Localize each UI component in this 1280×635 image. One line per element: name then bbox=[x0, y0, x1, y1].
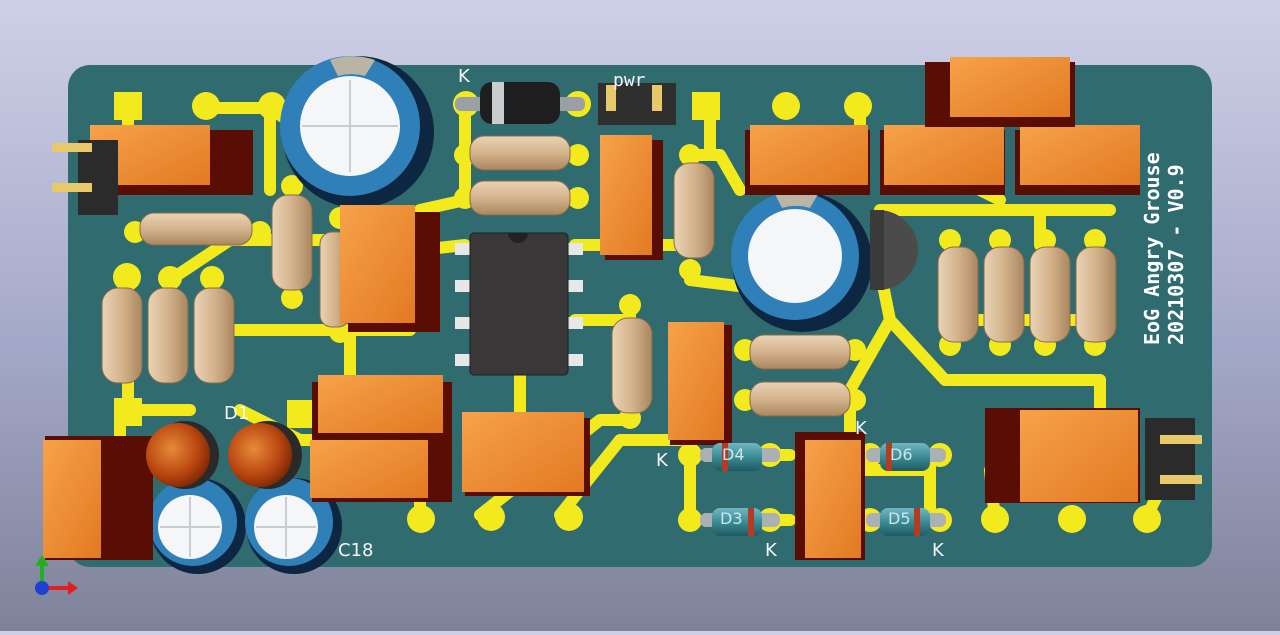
resistor-r5 bbox=[193, 287, 235, 384]
d4-label: D4 bbox=[722, 445, 745, 464]
pwr-label: pwr bbox=[613, 70, 646, 91]
header-right bbox=[1145, 418, 1195, 500]
d5-label: D5 bbox=[888, 509, 911, 528]
resistor-r1 bbox=[139, 212, 253, 246]
resistors bbox=[101, 135, 1117, 417]
k-label-top: K bbox=[458, 66, 470, 87]
d6-label: D6 bbox=[890, 445, 913, 464]
pin-headers bbox=[52, 83, 1202, 500]
cap-electrolytic-bottom-left bbox=[149, 478, 246, 574]
board-title-line1: EoG Angry Grouse bbox=[1140, 152, 1164, 345]
power-diode bbox=[455, 82, 585, 124]
d3-label: D3 bbox=[720, 509, 743, 528]
leds bbox=[146, 421, 302, 489]
axes-icon bbox=[35, 555, 78, 595]
resistor-r13 bbox=[937, 246, 979, 343]
resistor-r8 bbox=[469, 180, 571, 216]
resistor-r15 bbox=[1029, 246, 1071, 343]
board-title: EoG Angry Grouse 20210307 - V0.9 bbox=[1140, 152, 1188, 345]
resistor-r11 bbox=[749, 334, 851, 370]
transistor bbox=[870, 210, 918, 290]
board-title-line2: 20210307 - V0.9 bbox=[1164, 164, 1188, 345]
k-label-mid-right: K bbox=[855, 418, 867, 439]
resistor-r10 bbox=[611, 317, 653, 414]
small-diodes bbox=[700, 443, 946, 536]
k-label-bot-right: K bbox=[932, 540, 944, 561]
resistor-r4 bbox=[147, 287, 189, 384]
resistor-r2 bbox=[271, 194, 313, 291]
c18-label: C18 bbox=[338, 540, 374, 561]
resistor-r12 bbox=[749, 381, 851, 417]
k-label-bot-left: K bbox=[765, 540, 777, 561]
resistor-r3 bbox=[101, 287, 143, 384]
resistor-r14 bbox=[983, 246, 1025, 343]
d1-label: D1 bbox=[224, 403, 250, 424]
k-label-mid-left: K bbox=[656, 450, 668, 471]
cap-electrolytic-mid bbox=[731, 190, 872, 332]
electrolytic-capacitors bbox=[149, 56, 872, 574]
header-left bbox=[78, 140, 118, 215]
film-capacitors bbox=[43, 57, 1140, 560]
resistor-r16 bbox=[1075, 246, 1117, 343]
cap-electrolytic-top bbox=[280, 56, 434, 208]
resistor-r7 bbox=[469, 135, 571, 171]
ic-opamp bbox=[455, 232, 583, 376]
resistor-r9 bbox=[673, 162, 715, 259]
